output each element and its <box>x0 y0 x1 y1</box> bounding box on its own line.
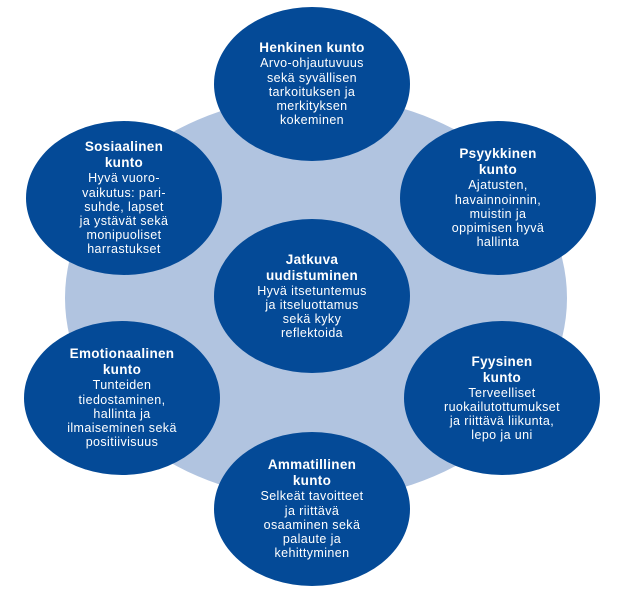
node-title: Psyykkinen kunto <box>459 146 537 178</box>
node-ammatillinen-kunto: Ammatillinen kunto Selkeät tavoitteet ja… <box>214 432 410 586</box>
node-body: Arvo-ohjautuvuus sekä syvällisen tarkoit… <box>260 56 364 128</box>
node-body: Hyvä vuoro- vaikutus: pari- suhde, lapse… <box>79 171 169 257</box>
node-title: Sosiaalinen kunto <box>84 139 164 171</box>
node-sosiaalinen-kunto: Sosiaalinen kunto Hyvä vuoro- vaikutus: … <box>26 121 222 275</box>
node-jatkuva-uudistuminen: Jatkuva uudistuminen Hyvä itsetuntemus j… <box>214 219 410 373</box>
node-title: Henkinen kunto <box>259 40 365 56</box>
node-body: Terveelliset ruokailutottumukset ja riit… <box>444 385 560 443</box>
node-title: Emotionaalinen kunto <box>69 346 175 378</box>
node-title: Fyysinen kunto <box>471 353 533 385</box>
node-title: Jatkuva uudistuminen <box>265 251 359 283</box>
node-body: Tunteiden tiedostaminen, hallinta ja ilm… <box>67 378 177 450</box>
node-body: Selkeät tavoitteet ja riittävä osaaminen… <box>260 489 364 561</box>
node-psyykkinen-kunto: Psyykkinen kunto Ajatusten, havainnoinni… <box>400 121 596 275</box>
node-title: Ammatillinen kunto <box>267 457 357 489</box>
node-emotionaalinen-kunto: Emotionaalinen kunto Tunteiden tiedostam… <box>24 321 220 475</box>
node-body: Hyvä itsetuntemus ja itseluottamus sekä … <box>257 283 367 341</box>
node-henkinen-kunto: Henkinen kunto Arvo-ohjautuvuus sekä syv… <box>214 7 410 161</box>
node-fyysinen-kunto: Fyysinen kunto Terveelliset ruokailutott… <box>404 321 600 475</box>
node-body: Ajatusten, havainnoinnin, muistin ja opp… <box>451 178 545 250</box>
